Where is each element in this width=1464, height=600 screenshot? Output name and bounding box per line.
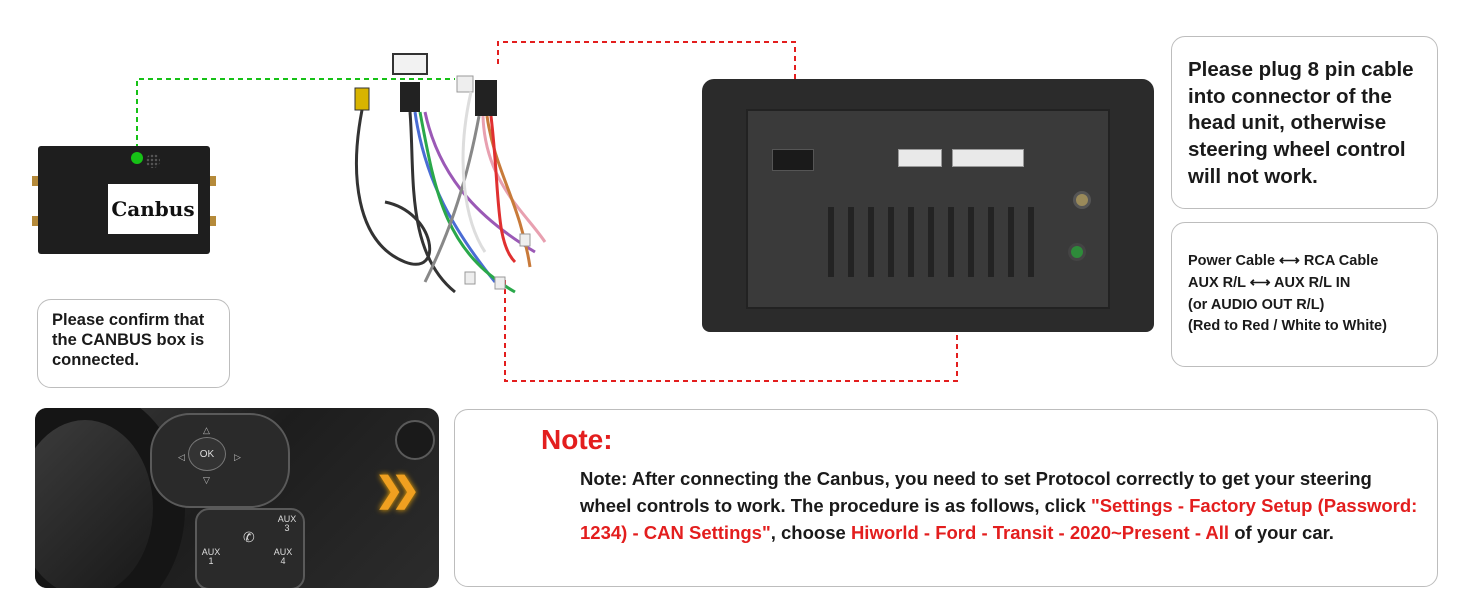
right-arrow-icon: ▷ xyxy=(234,452,241,462)
note-body: Note: After connecting the Canbus, you n… xyxy=(580,466,1420,546)
heatsink-fin xyxy=(988,207,994,277)
phone-icon: ✆ xyxy=(243,529,255,545)
cable-mapping-line: Power Cable ⟷ RCA Cable xyxy=(1188,253,1379,269)
note-tail: of your car. xyxy=(1229,521,1334,543)
green-dashed-line xyxy=(136,78,455,158)
note-choose: , choose xyxy=(770,521,851,543)
plug-8pin-callout: Please plug 8 pin cable into connector o… xyxy=(1171,36,1438,209)
heatsink-fin xyxy=(928,207,934,277)
chevron-right-icon: ❯❯ xyxy=(375,471,420,509)
cable-mapping-callout: Power Cable ⟷ RCA Cable AUX R/L ⟷ AUX R/… xyxy=(1171,222,1438,367)
left-arrow-icon: ◁ xyxy=(178,452,185,462)
lower-control-pad xyxy=(195,508,305,588)
antenna-port xyxy=(1073,191,1091,209)
heatsink-fin xyxy=(888,207,894,277)
heatsink-fin xyxy=(968,207,974,277)
dash-knob xyxy=(395,420,435,460)
note-panel: Note: Note: After connecting the Canbus,… xyxy=(454,409,1438,587)
canbus-tab xyxy=(32,176,38,186)
8pin-connector xyxy=(772,149,814,171)
canbus-box: Canbus xyxy=(32,146,216,254)
note-settings-path: "Settings - Factory Setup (Password: 123… xyxy=(580,494,1418,543)
cable-mapping-line: (or AUDIO OUT R/L) xyxy=(1188,296,1325,313)
canbus-confirm-callout: Please confirm that the CANBUS box is co… xyxy=(37,299,230,388)
aux1-button: AUX 1 xyxy=(201,547,221,566)
red-dashed-line-upper xyxy=(497,41,796,158)
speaker-grille xyxy=(146,154,160,168)
canbus-tab xyxy=(210,176,216,186)
heatsink-fin xyxy=(828,207,834,277)
power-connector xyxy=(898,149,942,167)
cable-mapping-line: AUX R/L ⟷ AUX R/L IN xyxy=(1188,274,1351,291)
heatsink-fin xyxy=(908,207,914,277)
wiring-harness xyxy=(354,53,547,294)
aux3-button: AUX 3 xyxy=(277,514,297,533)
note-title: Note: xyxy=(541,424,613,455)
aux4-button: AUX 4 xyxy=(273,547,293,566)
canbus-label: Canbus xyxy=(108,184,198,234)
gps-port xyxy=(1068,243,1086,261)
cable-mapping-line: (Red to Red / White to White) xyxy=(1188,318,1387,335)
ok-button: OK xyxy=(188,437,226,471)
note-intro: Note: After connecting the Canbus, you n… xyxy=(580,468,1372,516)
plug-8pin-text: Please plug 8 pin cable into connector o… xyxy=(1188,58,1414,188)
heatsink-fin xyxy=(948,207,954,277)
up-arrow-icon: △ xyxy=(203,425,210,435)
note-protocol: Hiworld - Ford - Transit - 2020~Present … xyxy=(850,521,1230,543)
red-dashed-line-lower xyxy=(504,160,958,382)
heatsink-fin xyxy=(848,207,854,277)
head-unit-panel xyxy=(746,109,1110,309)
canbus-confirm-text: Please confirm that the CANBUS box is co… xyxy=(52,311,205,369)
heatsink-fin xyxy=(1008,207,1014,277)
heatsink-fin xyxy=(868,207,874,277)
green-connection-dot xyxy=(131,152,143,164)
head-unit-back xyxy=(702,79,1154,332)
main-harness-connector xyxy=(952,149,1024,167)
canbus-tab xyxy=(32,216,38,226)
heatsink-fin xyxy=(1028,207,1034,277)
down-arrow-icon: ▽ xyxy=(203,475,210,485)
canbus-tab xyxy=(210,216,216,226)
